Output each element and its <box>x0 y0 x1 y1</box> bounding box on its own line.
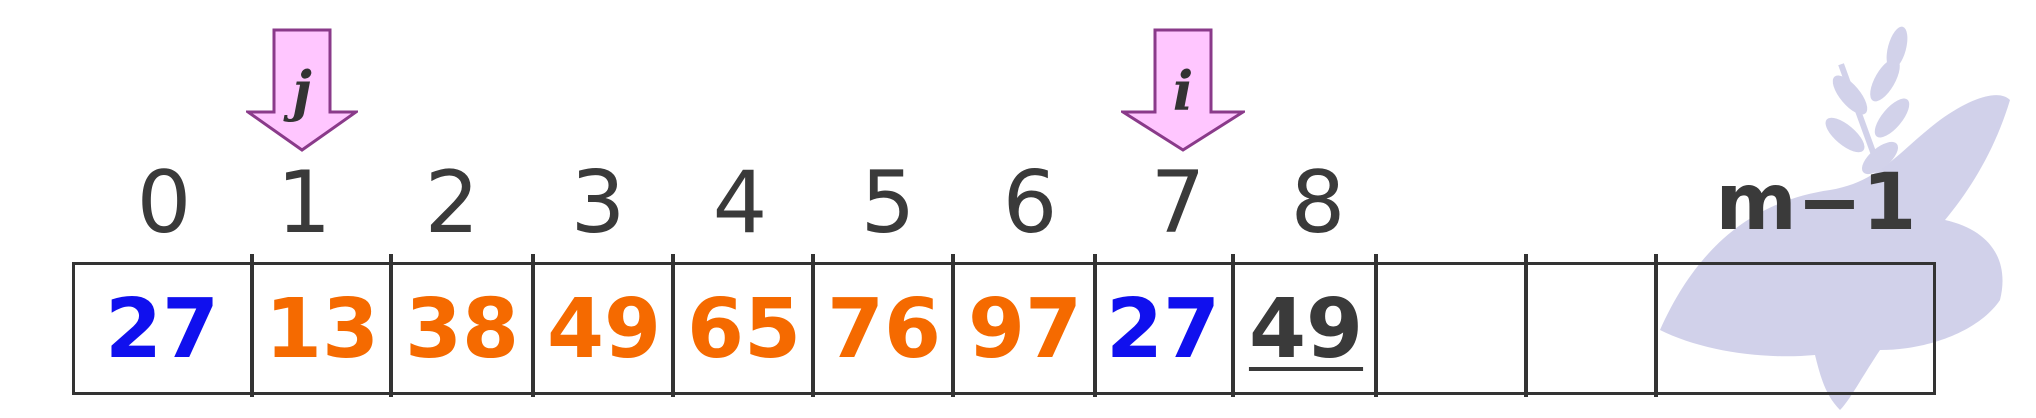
pointer-i-arrow: i <box>1121 28 1245 152</box>
index-m-1: m−1 <box>1715 158 1917 248</box>
cell-divider <box>951 254 955 397</box>
cell-8: 49 <box>1248 282 1364 377</box>
cell-divider <box>1093 254 1097 397</box>
cell-7: 27 <box>1105 282 1221 377</box>
hash-table-array <box>72 262 1936 395</box>
cell-6: 97 <box>967 282 1083 377</box>
index-7: 7 <box>1150 153 1206 253</box>
pointer-i-label: i <box>1173 59 1194 123</box>
index-0: 0 <box>136 153 192 253</box>
index-8: 8 <box>1290 153 1346 253</box>
cell-divider <box>1231 254 1235 397</box>
index-3: 3 <box>570 153 626 253</box>
index-5: 5 <box>860 153 916 253</box>
cell-3: 49 <box>546 282 662 377</box>
cell-divider <box>1524 254 1528 397</box>
cell-0: 27 <box>104 282 220 377</box>
index-2: 2 <box>424 153 480 253</box>
pointer-j-arrow: j <box>246 28 358 152</box>
cell-1: 13 <box>264 282 380 377</box>
index-6: 6 <box>1002 153 1058 253</box>
cell-4: 65 <box>686 282 802 377</box>
cell-divider <box>531 254 535 397</box>
index-4: 4 <box>712 153 768 253</box>
cell-divider <box>1654 254 1658 397</box>
cell-divider <box>250 254 254 397</box>
index-1: 1 <box>276 153 332 253</box>
cell-divider <box>389 254 393 397</box>
cell-divider <box>671 254 675 397</box>
cell-2: 38 <box>404 282 520 377</box>
cell-5: 76 <box>826 282 942 377</box>
cell-divider <box>811 254 815 397</box>
cell-divider <box>1374 254 1378 397</box>
